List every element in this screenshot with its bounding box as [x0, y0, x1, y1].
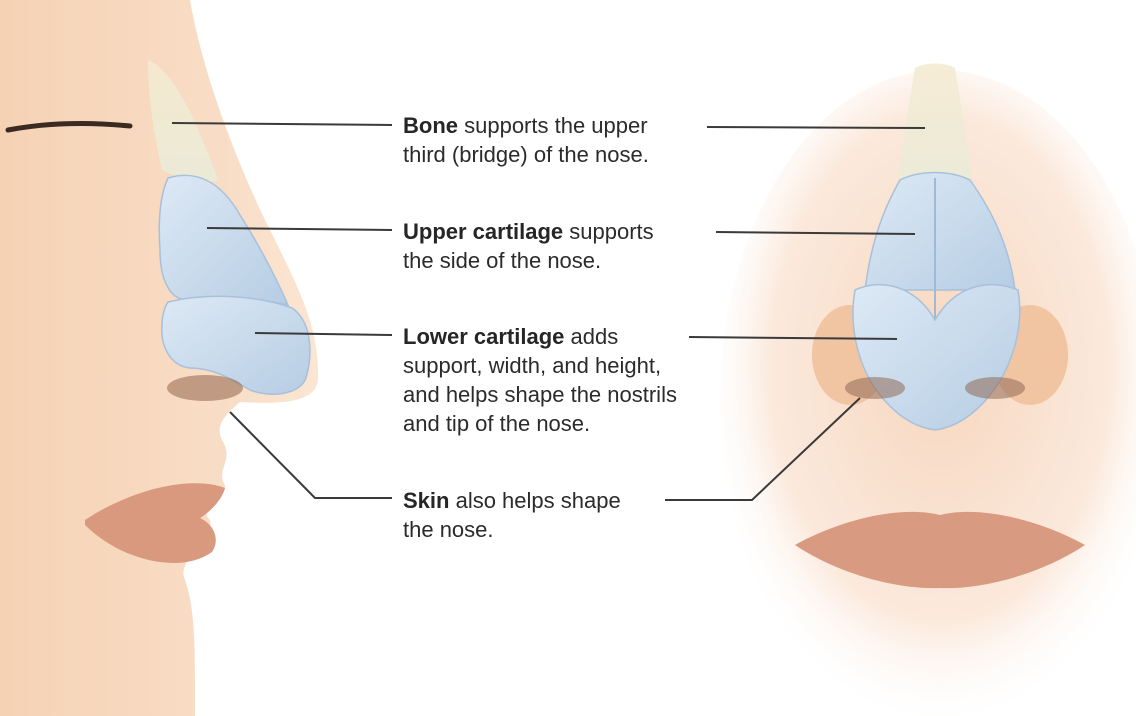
front-face: [720, 64, 1136, 716]
skin-term: Skin: [403, 488, 449, 513]
bone-term: Bone: [403, 113, 458, 138]
upper-cartilage-text-line1: supports: [563, 219, 654, 244]
upper-cartilage-text-line2: the side of the nose.: [403, 246, 654, 275]
lower-cartilage-text-line3: and helps shape the nostrils: [403, 380, 677, 409]
lower-cartilage-label: Lower cartilage adds support, width, and…: [403, 322, 677, 438]
skin-text-line1: also helps shape: [449, 488, 620, 513]
skin-text-line2: the nose.: [403, 515, 621, 544]
upper-cartilage-term: Upper cartilage: [403, 219, 563, 244]
skin-leader-left: [230, 412, 392, 498]
upper-cartilage-label: Upper cartilage supports the side of the…: [403, 217, 654, 275]
lower-cartilage-term: Lower cartilage: [403, 324, 564, 349]
lower-cartilage-text-line4: and tip of the nose.: [403, 409, 677, 438]
lower-cartilage-text-line2: support, width, and height,: [403, 351, 677, 380]
skin-label: Skin also helps shape the nose.: [403, 486, 621, 544]
bone-leader-right: [707, 127, 925, 128]
bone-text-line2: third (bridge) of the nose.: [403, 140, 649, 169]
lower-cartilage-text-line1: adds: [564, 324, 618, 349]
side-nostril: [167, 375, 243, 401]
front-nostril-right: [965, 377, 1025, 399]
bone-text-line1: supports the upper: [458, 113, 648, 138]
side-profile-face: [0, 0, 318, 716]
front-nostril-left: [845, 377, 905, 399]
bone-label: Bone supports the upper third (bridge) o…: [403, 111, 649, 169]
